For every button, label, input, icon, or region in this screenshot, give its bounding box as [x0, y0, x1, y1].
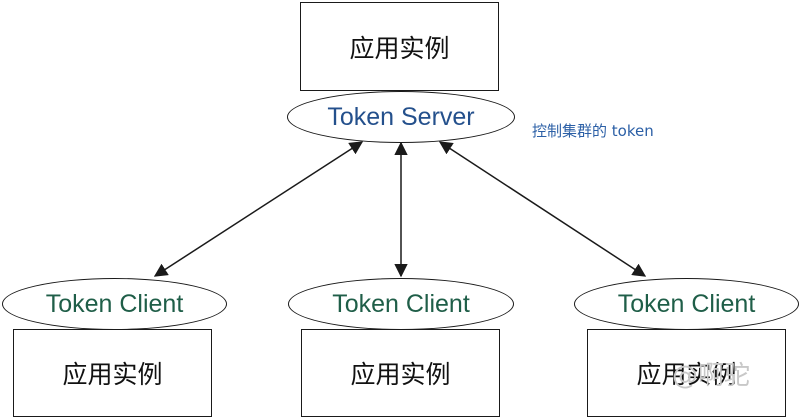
app-instance-right-box: 应用实例	[587, 329, 786, 417]
arrow-server-client-right	[438, 141, 647, 277]
token-server-note: 控制集群的 token	[532, 122, 654, 140]
token-client-middle-label: Token Client	[332, 289, 470, 318]
top-app-instance-box: 应用实例	[300, 2, 499, 91]
app-instance-middle-box: 应用实例	[301, 329, 500, 417]
token-client-left-node: Token Client	[2, 278, 227, 330]
arrow-server-client-left	[153, 141, 364, 277]
token-server-node: Token Server	[287, 91, 515, 143]
token-server-label: Token Server	[327, 102, 475, 131]
token-client-right-label: Token Client	[617, 289, 756, 318]
top-app-instance-label: 应用实例	[349, 33, 450, 63]
app-instance-left-label: 应用实例	[62, 360, 163, 389]
app-instance-middle-label: 应用实例	[350, 360, 451, 389]
watermark: @啊驼	[672, 361, 751, 391]
token-client-left-label: Token Client	[45, 289, 184, 318]
token-client-middle-node: Token Client	[288, 278, 514, 330]
app-instance-left-box: 应用实例	[13, 329, 212, 417]
app-instance-right-label: 应用实例	[636, 360, 737, 389]
token-client-right-node: Token Client	[574, 278, 799, 330]
